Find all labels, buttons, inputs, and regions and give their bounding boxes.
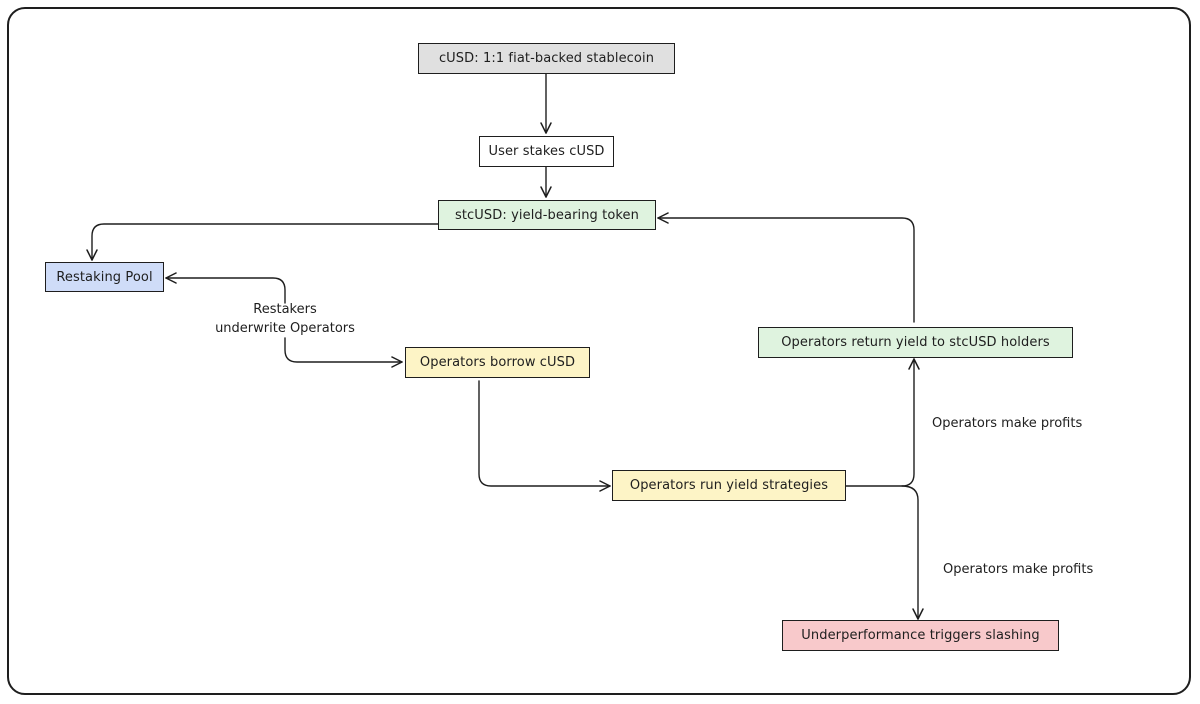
edge-strategies-to-return	[845, 358, 920, 487]
node-user-stakes[interactable]: User stakes cUSD	[479, 136, 614, 167]
edge-stcusd-to-pool	[86, 223, 439, 261]
node-restaking-pool[interactable]: Restaking Pool	[45, 262, 164, 292]
edge-borrow-to-strategies	[478, 380, 611, 492]
edge-label-underwrite: Restakers underwrite Operators	[205, 300, 365, 338]
node-cusd[interactable]: cUSD: 1:1 fiat-backed stablecoin	[418, 43, 675, 74]
node-operators-borrow[interactable]: Operators borrow cUSD	[405, 347, 590, 378]
edge-return-to-stcusd	[657, 212, 915, 323]
edge-underwrite-to-pool	[165, 272, 286, 304]
edge-label-underwrite-line2: underwrite Operators	[215, 321, 355, 336]
node-stcusd[interactable]: stcUSD: yield-bearing token	[438, 200, 656, 230]
node-yield-strategies[interactable]: Operators run yield strategies	[612, 470, 846, 501]
node-return-yield[interactable]: Operators return yield to stcUSD holders	[758, 327, 1073, 358]
edge-label-profits-up: Operators make profits	[932, 416, 1083, 431]
edge-strategies-to-slashing	[901, 485, 924, 620]
node-slashing[interactable]: Underperformance triggers slashing	[782, 620, 1059, 651]
edge-label-profits-down: Operators make profits	[943, 562, 1094, 577]
edge-underwrite-to-borrow	[284, 337, 403, 368]
edge-label-underwrite-line1: Restakers	[253, 302, 317, 317]
